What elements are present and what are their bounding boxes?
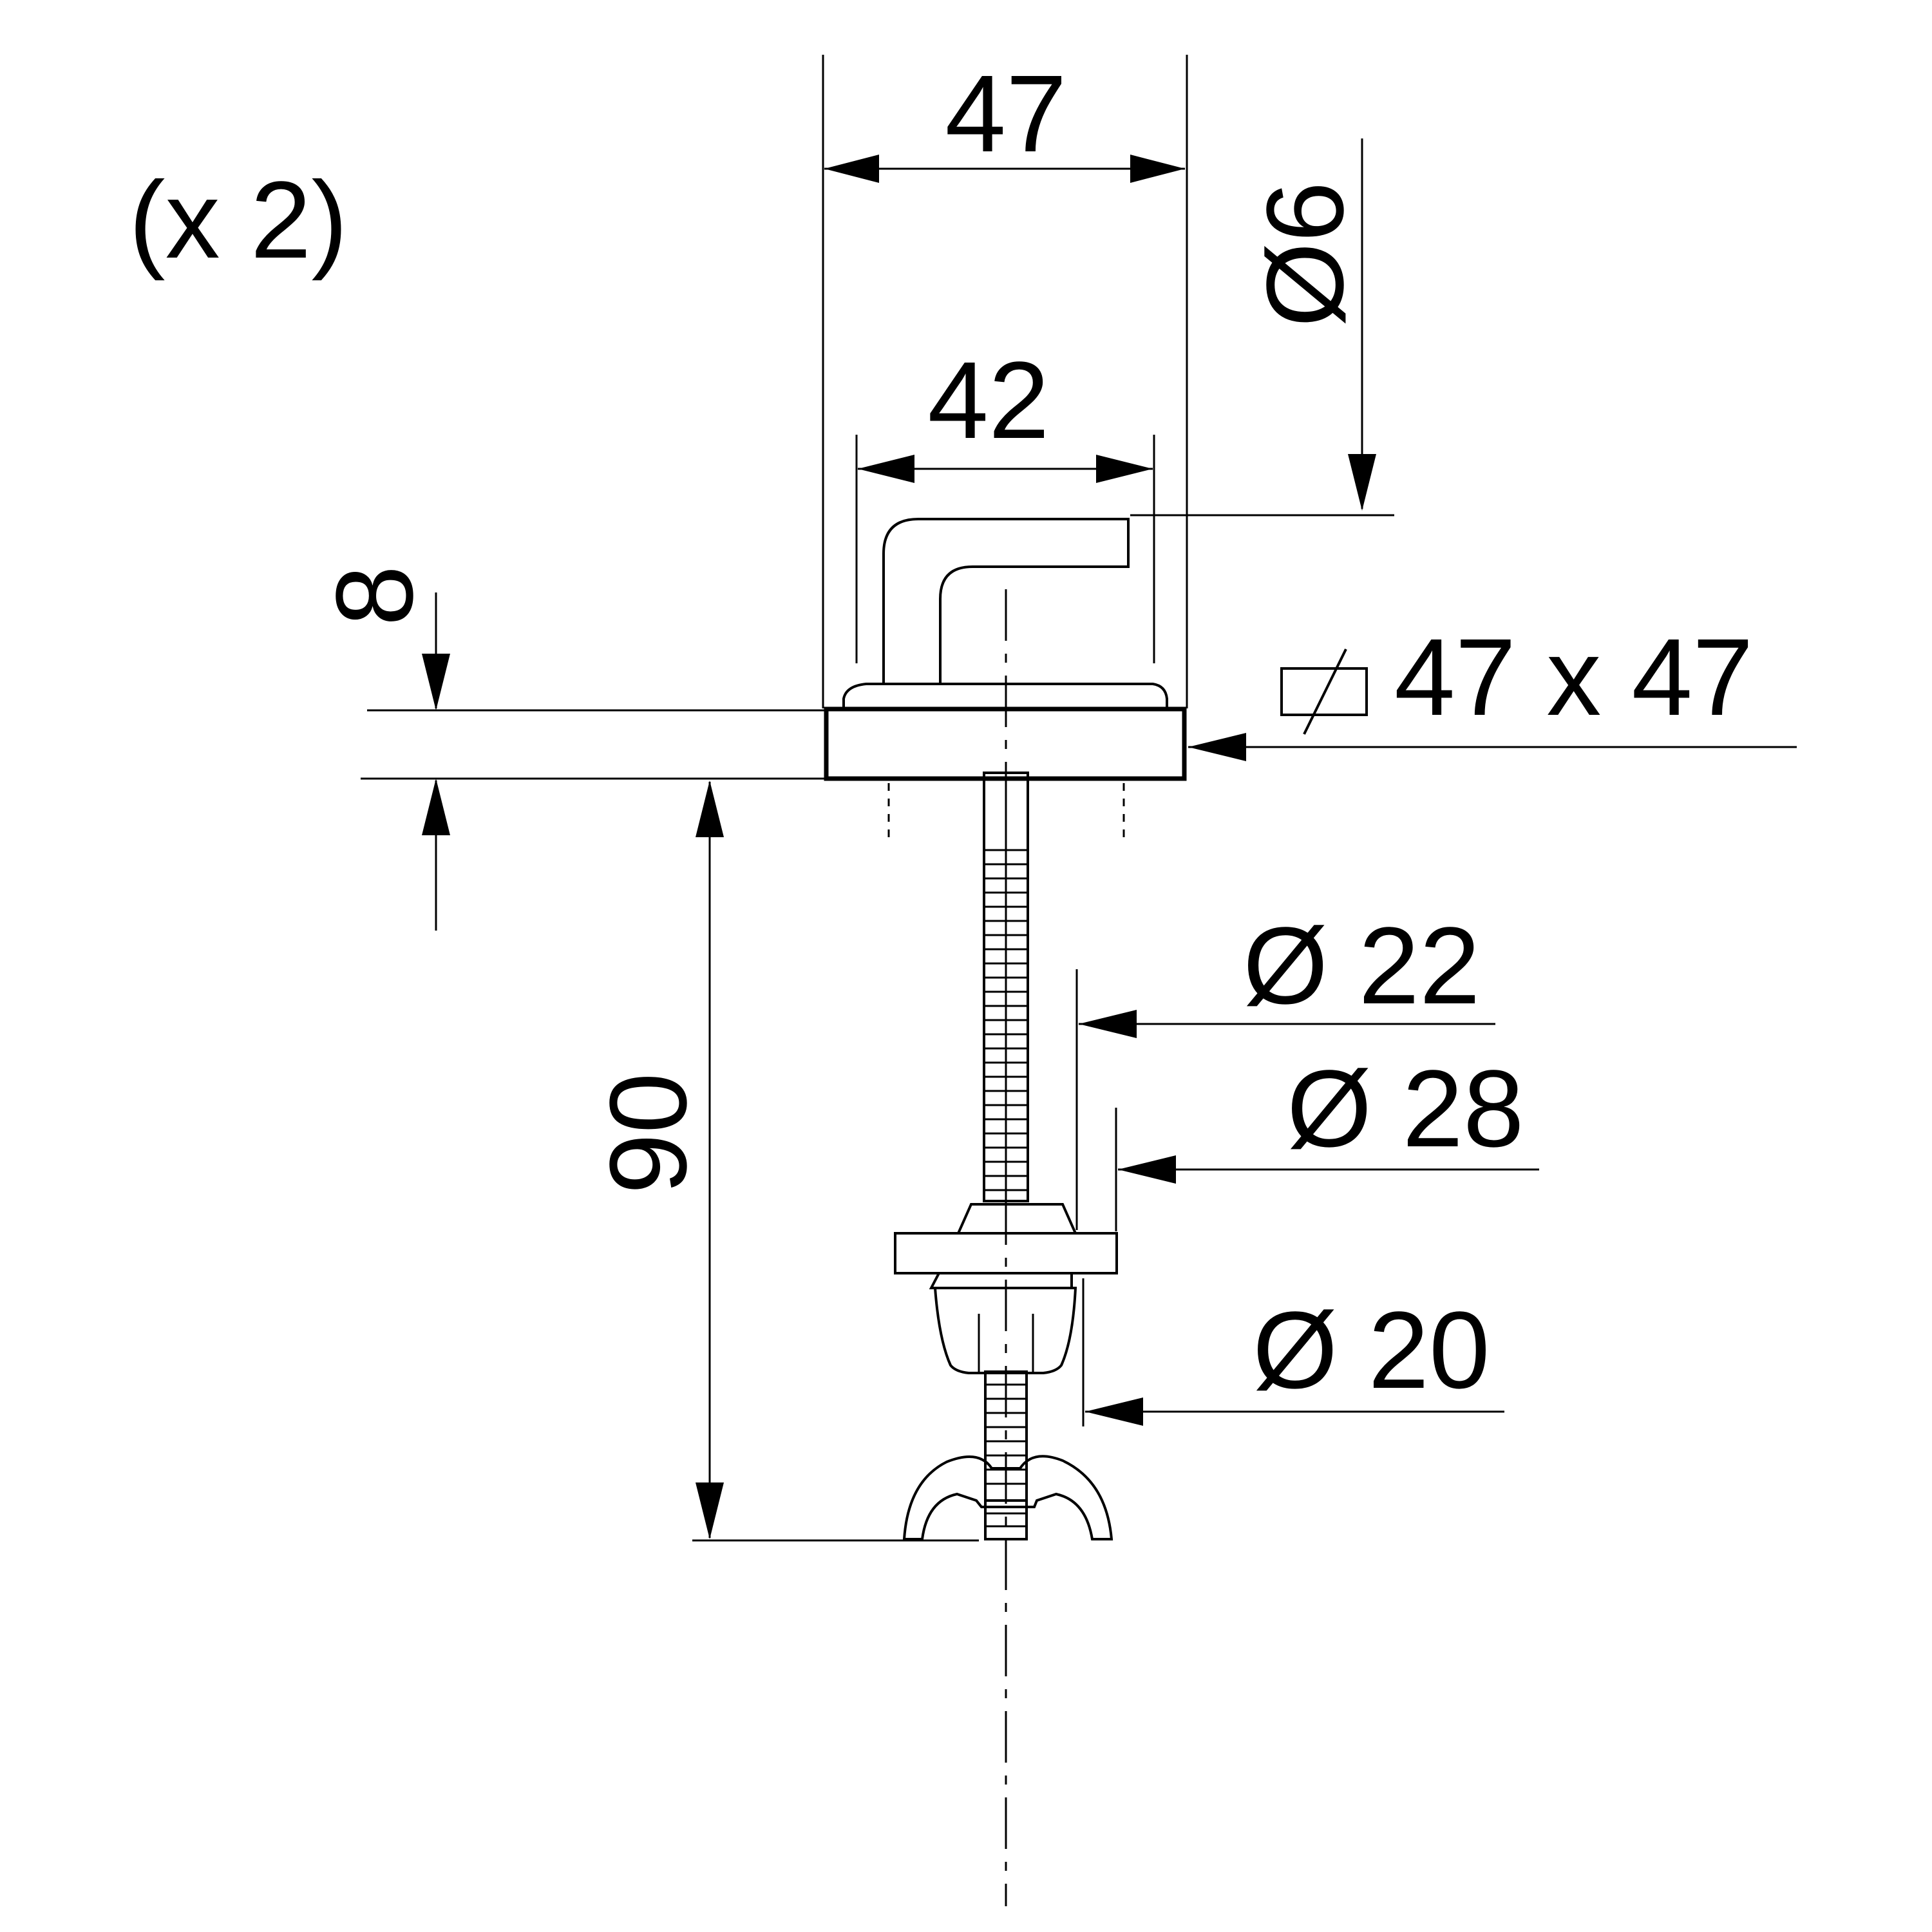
collar	[956, 1203, 1078, 1235]
dimension-collar-diameter: Ø 22	[1075, 905, 1495, 1230]
cone-body	[934, 1287, 1077, 1374]
wing-nut	[902, 1455, 1113, 1540]
dimension-bolt-length: 90	[587, 781, 979, 1542]
dimension-plate-square: 47 x 47	[1188, 616, 1797, 761]
dim-pin-label: Ø6	[1244, 182, 1367, 328]
quantity-label: (x 2)	[129, 159, 348, 281]
dimension-handle-width: 42	[855, 339, 1155, 663]
dimension-washer-diameter: Ø 28	[1115, 1048, 1539, 1231]
dim-22-label: Ø 22	[1243, 905, 1481, 1027]
dim-20-label: Ø 20	[1253, 1289, 1490, 1412]
dim-90-label: 90	[587, 1072, 710, 1194]
cone-nut	[929, 1272, 1073, 1289]
dimension-cone-diameter: Ø 20	[1082, 1278, 1504, 1426]
dim-47-label: 47	[945, 53, 1066, 175]
l-shaped-pin	[882, 518, 1130, 684]
dimension-pin-diameter: Ø6	[1130, 138, 1394, 516]
plate-disc	[842, 683, 1168, 709]
dim-8-label: 8	[314, 565, 436, 627]
dim-42-label: 42	[927, 339, 1049, 462]
dimension-plate-thickness: 8	[314, 565, 826, 931]
square-symbol	[1280, 667, 1368, 716]
dim-28-label: Ø 28	[1287, 1048, 1524, 1170]
dim-square-label: 47 x 47	[1394, 616, 1754, 739]
dimension-overall-width: 47	[822, 53, 1188, 708]
